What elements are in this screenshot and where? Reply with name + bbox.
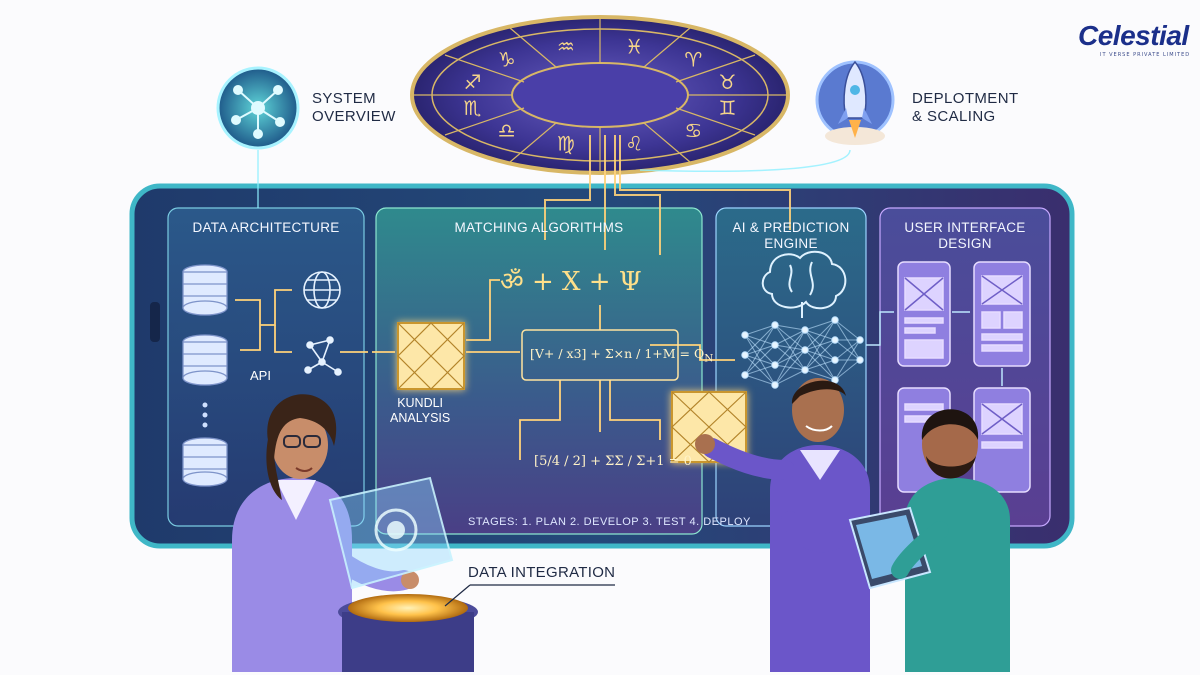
neural-node: [857, 337, 863, 343]
zodiac-wheel: ♓ ♈ ♉♊ ♋ ♌ ♍ ♎ ♏♐ ♑ ♒: [412, 17, 788, 173]
neural-node: [802, 367, 808, 373]
kundli-chart-1: [398, 323, 464, 389]
zodiac-sign: ♏: [464, 96, 482, 120]
brand-tagline: IT VERSE PRIVATE LIMITED: [1100, 52, 1190, 58]
ai-title-line1: AI & PREDICTION: [716, 220, 866, 236]
neural-node: [772, 342, 778, 348]
neural-node: [802, 347, 808, 353]
neural-node: [832, 357, 838, 363]
neural-node: [832, 337, 838, 343]
panel-title-matching-algorithms: MATCHING ALGORITHMS: [376, 220, 702, 236]
system-overview-line1: SYSTEM: [312, 90, 396, 108]
zodiac-sign: ♌: [625, 131, 643, 155]
database-icons: [183, 265, 227, 486]
wireframe-mobile-4: [974, 388, 1030, 492]
formula-equation-1: [V+ / x3] + Σ×n / 1+M = QN: [530, 346, 713, 365]
panel-title-ai-engine: AI & PREDICTION ENGINE: [716, 220, 866, 252]
zodiac-sign: ♒: [557, 35, 575, 59]
formula-symbols: ॐ + X + Ψ: [500, 262, 642, 298]
formula-eq1-text: [V+ / x3] + Σ×n / 1+M = Q: [530, 346, 704, 361]
deployment-line2: & SCALING: [912, 108, 1019, 126]
neural-node: [742, 372, 748, 378]
brand-logo: Celestial IT VERSE PRIVATE LIMITED: [1078, 20, 1188, 58]
kundli-line2: ANALYSIS: [390, 411, 450, 426]
deployment-line1: DEPLOTMENT: [912, 90, 1019, 108]
rocket-icon: [817, 62, 893, 145]
data-integration-label: DATA INTEGRATION: [468, 564, 615, 581]
panel-title-data-architecture: DATA ARCHITECTURE: [168, 220, 364, 236]
neural-node: [772, 362, 778, 368]
zodiac-sign: ♑: [498, 48, 516, 72]
ui-title-line2: DESIGN: [880, 236, 1050, 252]
deployment-label: DEPLOTMENT & SCALING: [912, 90, 1019, 126]
panel-title-ui-design: USER INTERFACE DESIGN: [880, 220, 1050, 252]
system-overview-label: SYSTEM OVERVIEW: [312, 90, 396, 126]
zodiac-sign: ♓: [625, 35, 643, 59]
device-button: [150, 302, 160, 342]
zodiac-sign: ♍: [557, 131, 575, 155]
ai-title-line2: ENGINE: [716, 236, 866, 252]
wireframe-mobile-2: [974, 262, 1030, 366]
neural-node: [832, 317, 838, 323]
kundli-analysis-label: KUNDLI ANALYSIS: [390, 396, 450, 426]
network-icon: [218, 68, 298, 148]
zodiac-sign: ♊: [719, 96, 737, 120]
neural-node: [742, 352, 748, 358]
api-label: API: [250, 368, 271, 383]
zodiac-sign: ♉: [719, 70, 737, 94]
neural-node: [802, 327, 808, 333]
zodiac-sign: ♎: [498, 118, 516, 142]
kundli-line1: KUNDLI: [390, 396, 450, 411]
zodiac-sign: ♐: [464, 70, 482, 94]
wireframe-mobile-1: [898, 262, 950, 366]
ui-title-line1: USER INTERFACE: [880, 220, 1050, 236]
data-integration-pedestal: [338, 585, 615, 672]
zodiac-sign: ♈: [684, 48, 702, 72]
brand-name: Celestial: [1078, 20, 1189, 52]
system-overview-line2: OVERVIEW: [312, 108, 396, 126]
zodiac-sign: ♋: [684, 118, 702, 142]
formula-equation-2: [5/4 / 2] + ΣΣ / Σ+1 = 0: [534, 454, 692, 469]
formula-eq1-sub: N: [704, 353, 713, 365]
neural-node: [857, 357, 863, 363]
neural-node: [742, 332, 748, 338]
neural-node: [772, 322, 778, 328]
neural-node: [772, 382, 778, 388]
stages-caption: STAGES: 1. PLAN 2. DEVELOP 3. TEST 4. DE…: [468, 516, 751, 528]
